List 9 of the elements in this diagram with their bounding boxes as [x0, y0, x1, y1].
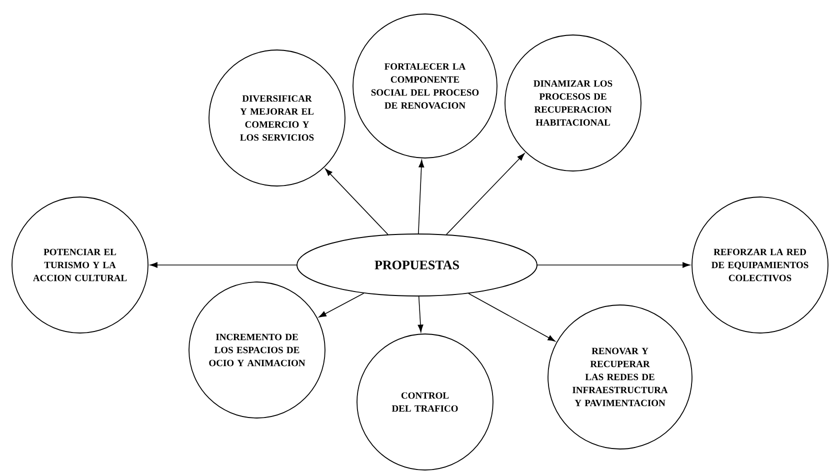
ellipse-node: PROPUESTAS	[296, 234, 538, 296]
arrow	[468, 293, 556, 342]
arrow	[150, 262, 297, 268]
arrow	[418, 160, 424, 234]
arrow	[446, 153, 525, 235]
arrow	[537, 262, 690, 268]
arrow	[418, 296, 424, 332]
arrow	[318, 292, 364, 318]
arrow	[325, 168, 388, 235]
